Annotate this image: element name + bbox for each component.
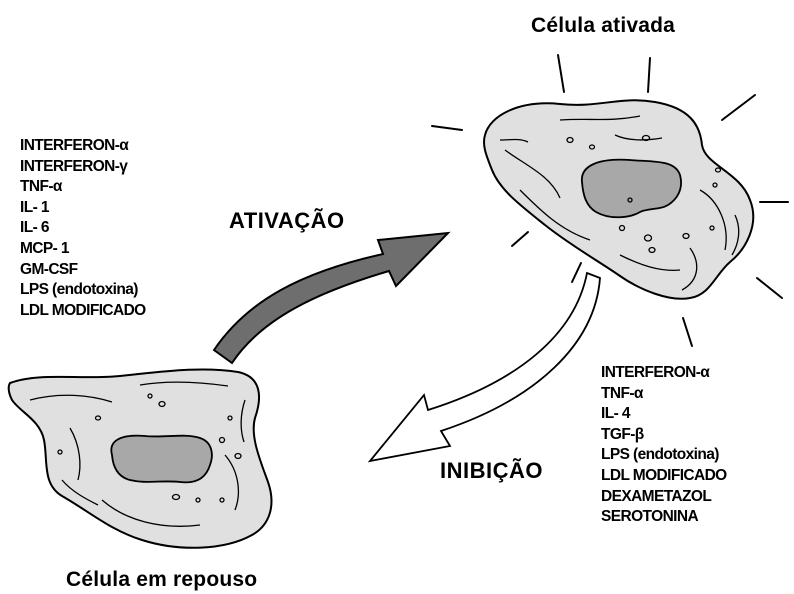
inhibitor-item: LDL MODIFICADO [601,466,727,487]
resting-cell-title: Célula em repouso [66,568,257,592]
activator-item: IL- 6 [20,218,146,239]
activator-item: INTERFERON-α [20,136,146,157]
activator-item: LDL MODIFICADO [20,301,146,322]
activated-cell [484,100,753,298]
activation-arrow [214,233,448,363]
inhibitor-item: SEROTONINA [601,507,727,528]
activator-item: INTERFERON-γ [20,157,146,178]
activator-item: TNF-α [20,177,146,198]
inhibitor-item: TGF-β [601,425,727,446]
activated-cell-title: Célula ativada [531,14,675,38]
activator-item: IL- 1 [20,198,146,219]
activator-item: GM-CSF [20,260,146,281]
inhibitor-item: INTERFERON-α [601,363,727,384]
inhibitor-item: LPS (endotoxina) [601,445,727,466]
activator-item: LPS (endotoxina) [20,280,146,301]
inhibitor-item: DEXAMETAZOL [601,487,727,508]
inhibition-label: INIBIÇÃO [440,458,543,484]
resting-cell-nucleus [111,436,212,483]
resting-cell [9,369,272,547]
activation-label: ATIVAÇÃO [229,208,345,234]
inhibitor-item: IL- 4 [601,404,727,425]
inhibitor-item: TNF-α [601,384,727,405]
inhibition-arrow [370,273,600,461]
inhibitors-list: INTERFERON-α TNF-α IL- 4 TGF-β LPS (endo… [601,363,727,528]
activators-list: INTERFERON-α INTERFERON-γ TNF-α IL- 1 IL… [20,136,146,321]
activator-item: MCP- 1 [20,239,146,260]
